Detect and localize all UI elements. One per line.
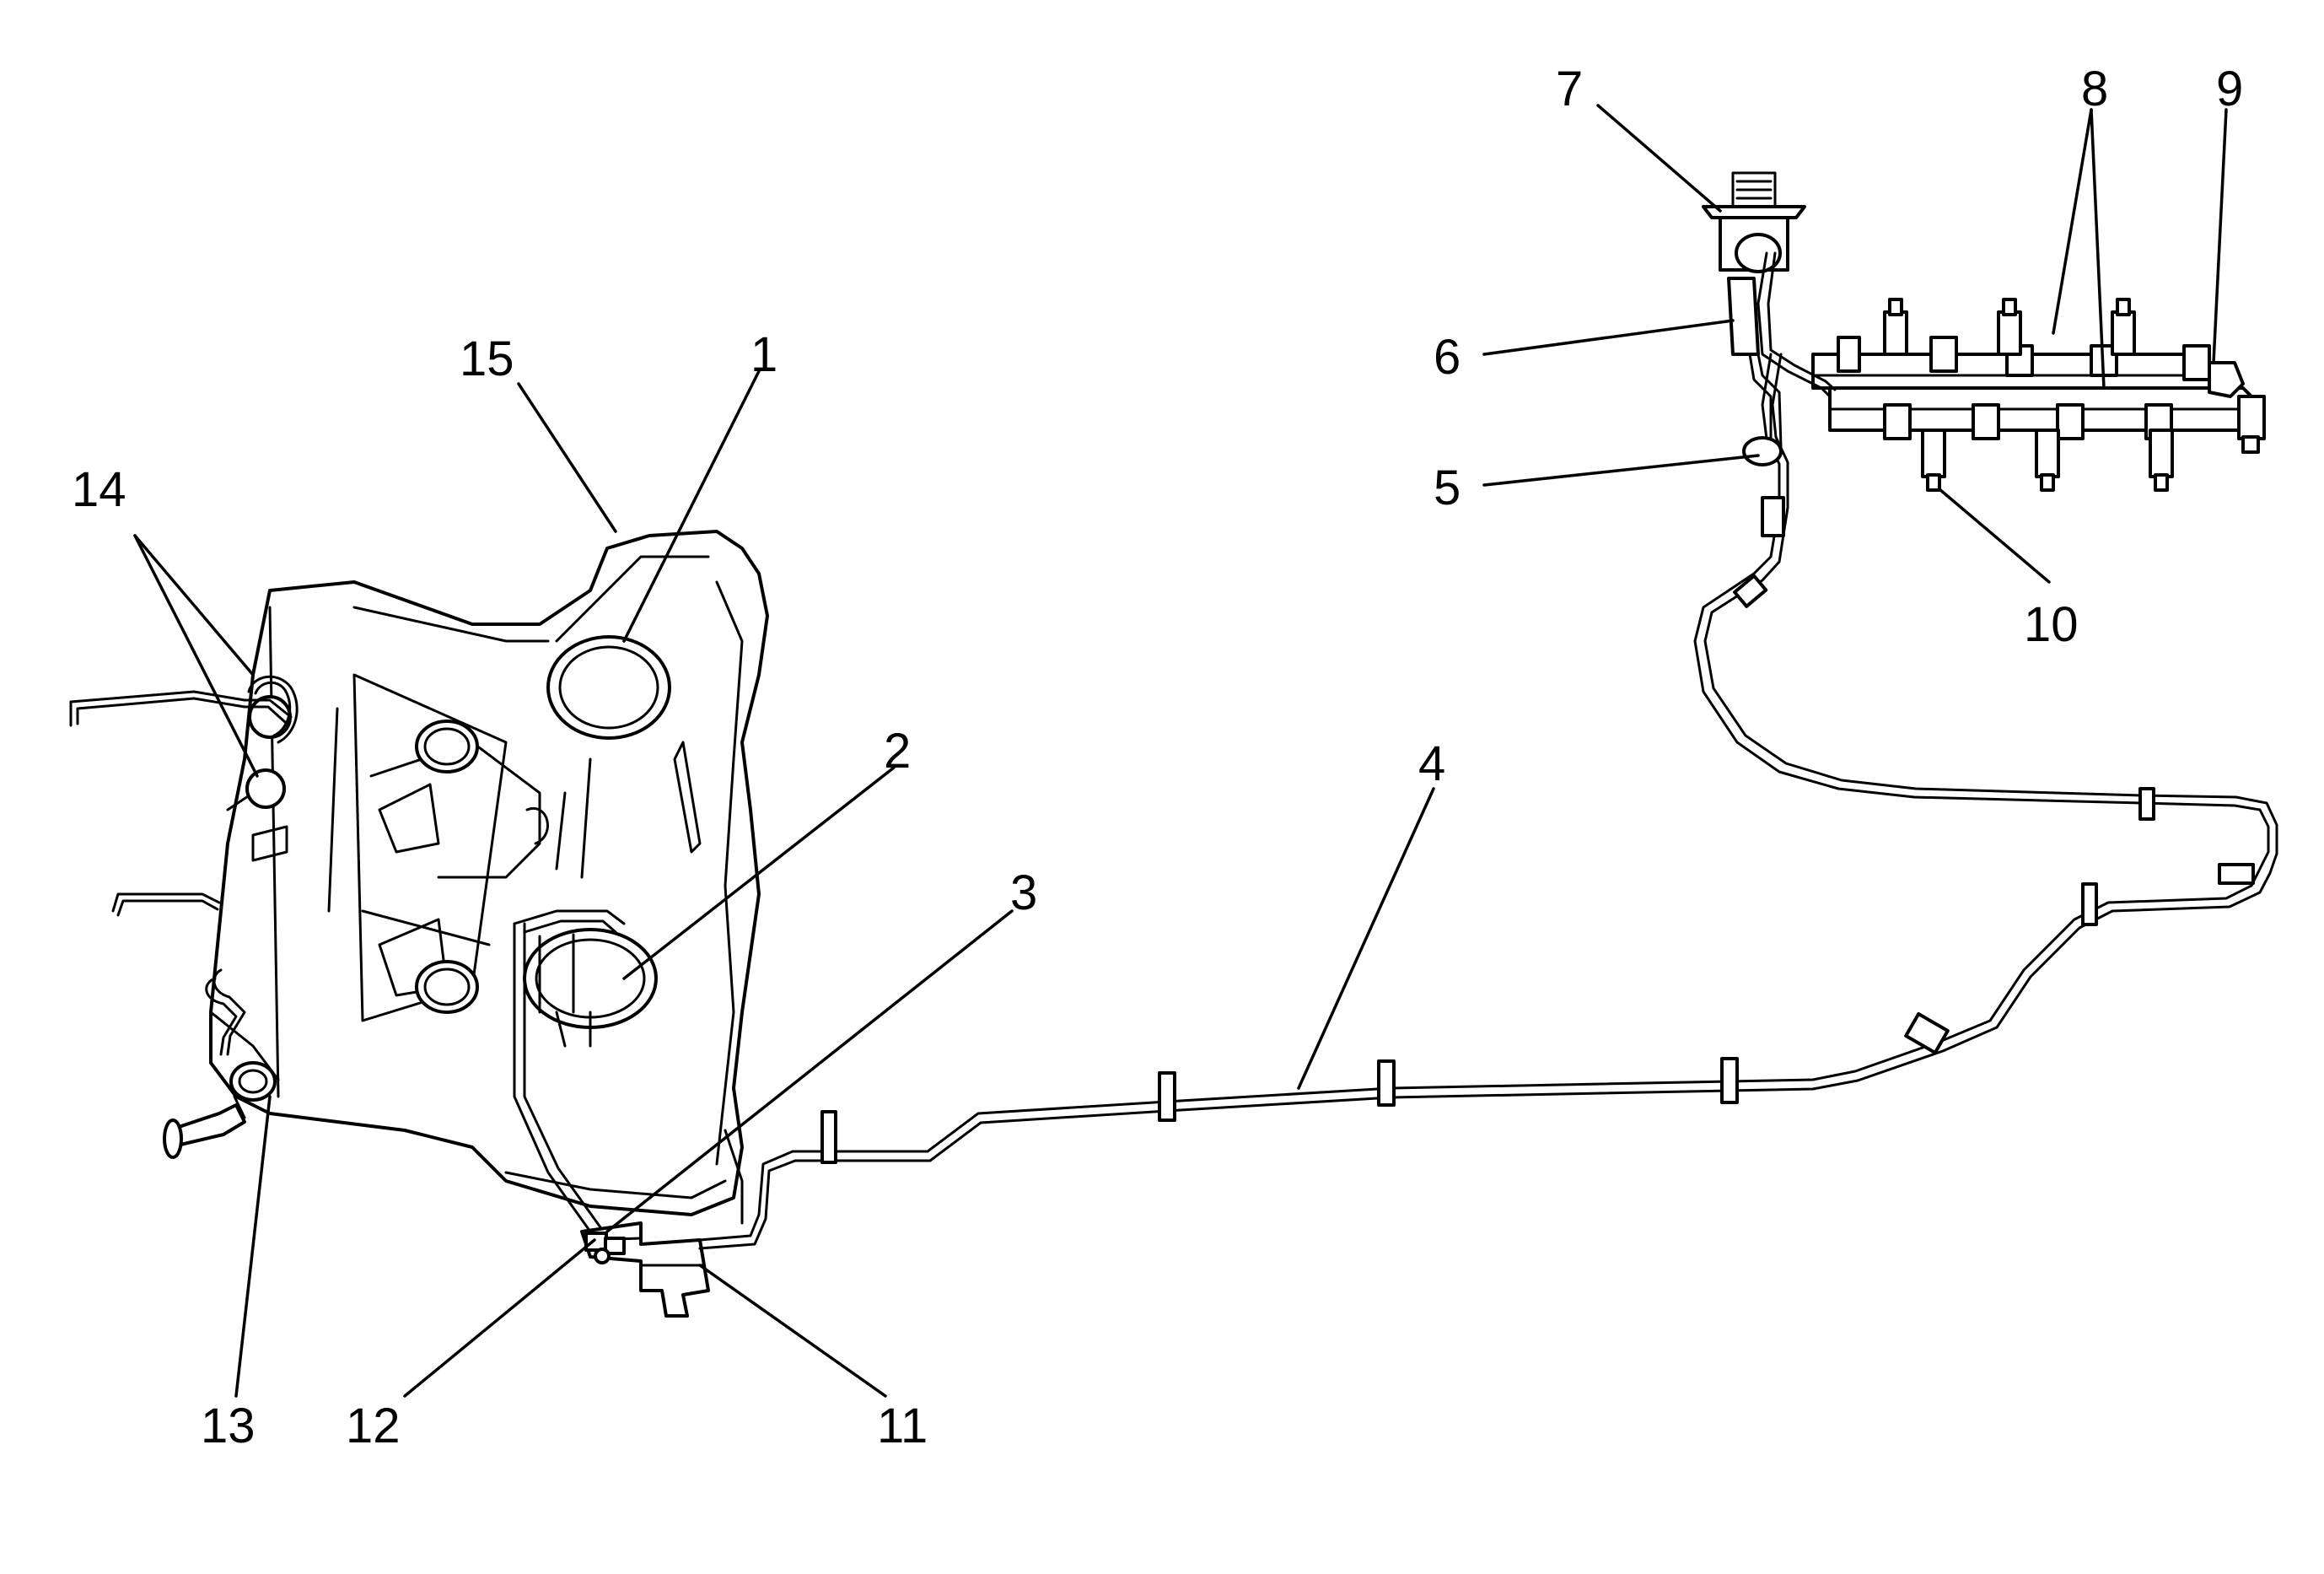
callout-12: 12	[346, 1399, 401, 1453]
fuel-pressure-test-port	[2208, 361, 2266, 454]
callout-9: 9	[2216, 62, 2243, 116]
leader-5	[1482, 454, 1760, 487]
leader-9	[2212, 108, 2228, 364]
callout-8: 8	[2081, 62, 2108, 116]
leader-8b	[2090, 108, 2106, 390]
leader-1	[622, 369, 761, 643]
evap-vent-lines	[69, 675, 299, 1056]
leader-8a	[2052, 108, 2093, 335]
leader-2	[622, 766, 896, 980]
leader-11	[698, 1264, 887, 1398]
callout-13: 13	[201, 1399, 256, 1453]
callout-3: 3	[1010, 865, 1037, 920]
leader-14b	[133, 534, 259, 778]
leader-4	[1297, 787, 1435, 1090]
fuel-fill-pipe	[163, 1061, 277, 1159]
fuel-injectors	[1883, 298, 2174, 492]
leader-3	[605, 909, 1014, 1233]
callout-14: 14	[72, 462, 126, 517]
callout-11: 11	[877, 1399, 928, 1453]
callout-2: 2	[884, 724, 911, 779]
fuel-rail	[1811, 336, 2262, 440]
fuel-pressure-regulator	[1702, 171, 1806, 273]
leader-10	[1938, 488, 2051, 584]
leader-14a	[133, 534, 255, 676]
pipe-clips	[820, 574, 2255, 1164]
leader-7	[1596, 104, 1722, 213]
callout-10: 10	[2024, 597, 2079, 652]
leader-6	[1482, 319, 1735, 356]
callout-6: 6	[1434, 330, 1461, 385]
callout-5: 5	[1434, 461, 1461, 515]
callout-15: 15	[460, 332, 514, 386]
fuel-tank	[209, 530, 769, 1225]
callout-7: 7	[1556, 62, 1583, 116]
rail-feed-connector	[1727, 251, 1837, 537]
callout-4: 4	[1418, 736, 1445, 791]
fuel-filter-bracket	[580, 1221, 710, 1318]
leader-13	[234, 1095, 272, 1398]
leader-lines	[133, 104, 2228, 1398]
callout-1: 1	[750, 327, 777, 382]
callout-labels: 1 2 3 4 5 6 7 8 9 10 11 12 13 14 15	[72, 62, 2243, 1453]
leader-15	[517, 382, 617, 533]
leader-12	[403, 1238, 596, 1398]
